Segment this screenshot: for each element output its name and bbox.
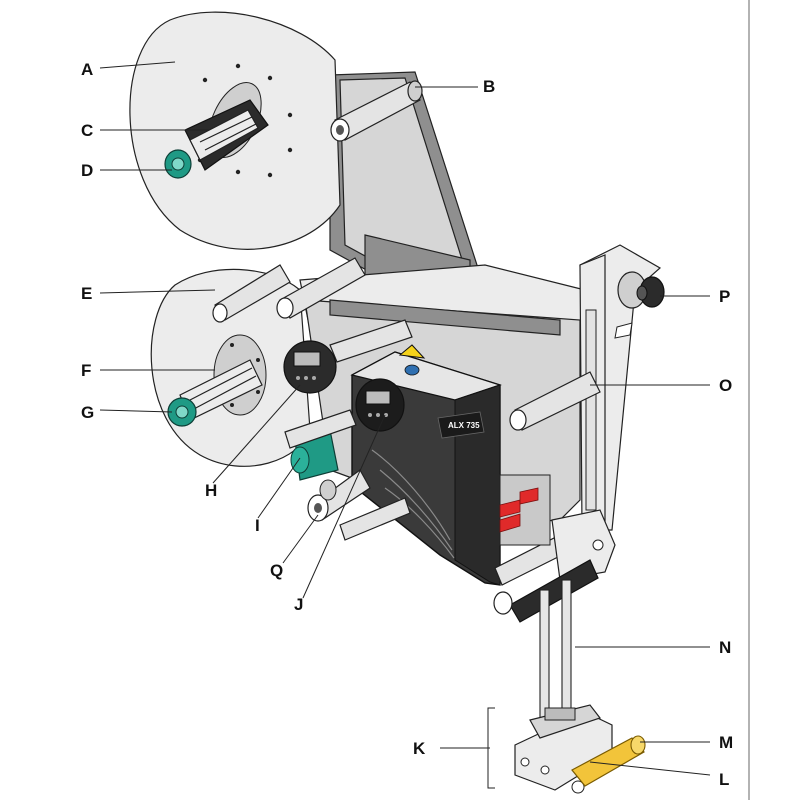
label-e: E xyxy=(81,284,92,303)
model-badge: ALX 735 xyxy=(437,411,485,439)
label-f: F xyxy=(81,361,91,380)
label-i: I xyxy=(255,516,260,535)
guide-roller-e xyxy=(212,264,291,323)
guide-roller-upper-body xyxy=(276,257,366,319)
label-n: N xyxy=(719,638,731,657)
label-b: B xyxy=(483,77,495,96)
right-upright-column xyxy=(579,244,662,541)
label-h: H xyxy=(205,481,217,500)
lower-hub-knob[interactable] xyxy=(167,397,197,427)
guide-roller-mid xyxy=(329,319,413,363)
main-control-panel xyxy=(355,378,405,432)
small-control-panel xyxy=(283,340,337,394)
label-k: K xyxy=(413,739,426,758)
model-badge-text: ALX 735 xyxy=(448,421,480,430)
handle-grip[interactable] xyxy=(493,559,599,623)
label-l: L xyxy=(719,770,729,789)
upper-reel-holder xyxy=(184,99,269,171)
pressure-roller xyxy=(307,469,411,541)
label-c: C xyxy=(81,121,93,140)
label-o: O xyxy=(719,376,732,395)
leader-lines xyxy=(99,61,711,776)
lower-reel-mandrel xyxy=(179,359,263,421)
label-j: J xyxy=(294,595,303,614)
label-p: P xyxy=(719,287,730,306)
label-g: G xyxy=(81,403,94,422)
upper-hub-knob[interactable] xyxy=(164,149,192,179)
applicator-roller xyxy=(571,735,646,787)
applicator-head xyxy=(514,704,613,794)
dancer-arm[interactable] xyxy=(284,409,357,481)
label-a: A xyxy=(81,60,93,79)
label-d: D xyxy=(81,161,93,180)
adjustment-knob[interactable] xyxy=(636,276,665,308)
applicator-bracket xyxy=(551,509,616,581)
label-m: M xyxy=(719,733,733,752)
upper-deflection-roller xyxy=(330,80,423,142)
printhead-area xyxy=(499,474,551,546)
guide-roller-o xyxy=(509,371,601,431)
label-q: Q xyxy=(270,561,283,580)
